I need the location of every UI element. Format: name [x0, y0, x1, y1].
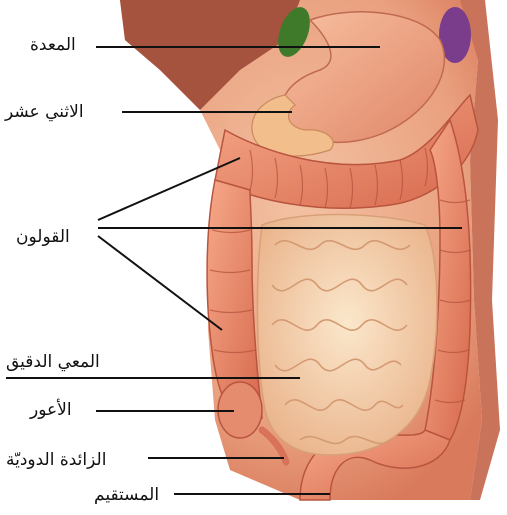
label-appendix: الزائدة الدوديّة: [6, 452, 106, 469]
label-rectum: المستقيم: [94, 487, 159, 504]
small-intestine: [257, 214, 437, 455]
label-cecum: الأعور: [30, 402, 72, 419]
label-colon: القولون: [16, 229, 70, 246]
label-duodenum: الاثني عشر: [5, 104, 84, 121]
label-small-intestine: المعي الدقيق: [6, 354, 100, 371]
leader-colon-ascending: [98, 236, 222, 330]
label-stomach: المعدة: [30, 37, 76, 54]
